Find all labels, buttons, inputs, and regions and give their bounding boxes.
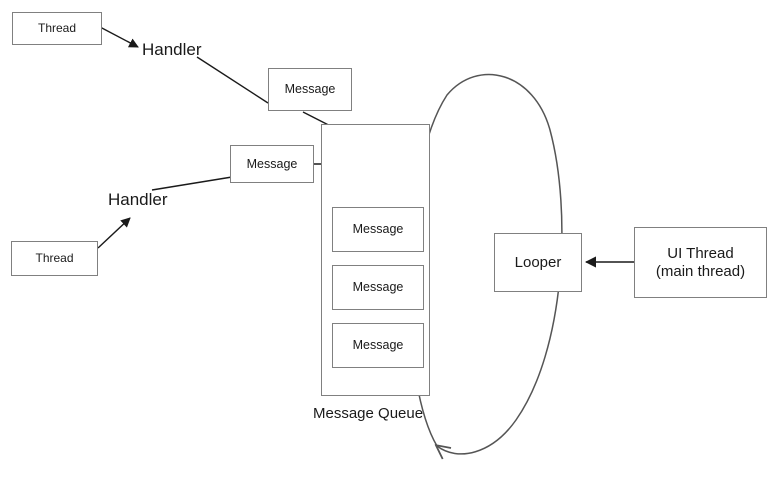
node-thread-top[interactable]: Thread — [12, 12, 102, 45]
node-thread-bottom-label: Thread — [35, 251, 74, 266]
connector-handler-top-to-message-top — [196, 56, 269, 104]
message-queue-item-2-label: Message — [352, 280, 404, 295]
message-queue-caption: Message Queue — [313, 405, 423, 422]
node-thread-bottom[interactable]: Thread — [11, 241, 98, 276]
connector-thread-top-to-handler-top — [99, 26, 139, 48]
message-queue-item-1-label: Message — [352, 222, 404, 237]
node-message-top-label: Message — [284, 82, 336, 97]
node-thread-top-label: Thread — [37, 21, 77, 36]
node-message-mid-label: Message — [246, 156, 298, 171]
label-handler-top-text: Handler — [142, 40, 202, 59]
node-message-mid[interactable]: Message — [230, 145, 314, 183]
label-handler-bottom: Handler — [108, 190, 168, 210]
message-queue-item-3[interactable]: Message — [332, 323, 424, 368]
label-handler-top: Handler — [142, 40, 202, 60]
node-looper[interactable]: Looper — [494, 233, 582, 292]
connector-handler-bottom-to-message-mid — [151, 176, 233, 191]
node-ui-thread-line1: UI Thread — [667, 244, 734, 262]
node-ui-thread-line2: (main thread) — [655, 262, 746, 280]
message-queue-item-3-label: Message — [352, 338, 404, 353]
node-looper-label: Looper — [514, 253, 562, 271]
node-message-top[interactable]: Message — [268, 68, 352, 111]
connector-thread-bottom-to-handler-bottom — [97, 217, 131, 249]
message-queue-caption-text: Message Queue — [313, 405, 424, 422]
message-queue-item-1[interactable]: Message — [332, 207, 424, 252]
message-queue-item-2[interactable]: Message — [332, 265, 424, 310]
node-ui-thread[interactable]: UI Thread (main thread) — [634, 227, 767, 298]
label-handler-bottom-text: Handler — [108, 190, 168, 209]
